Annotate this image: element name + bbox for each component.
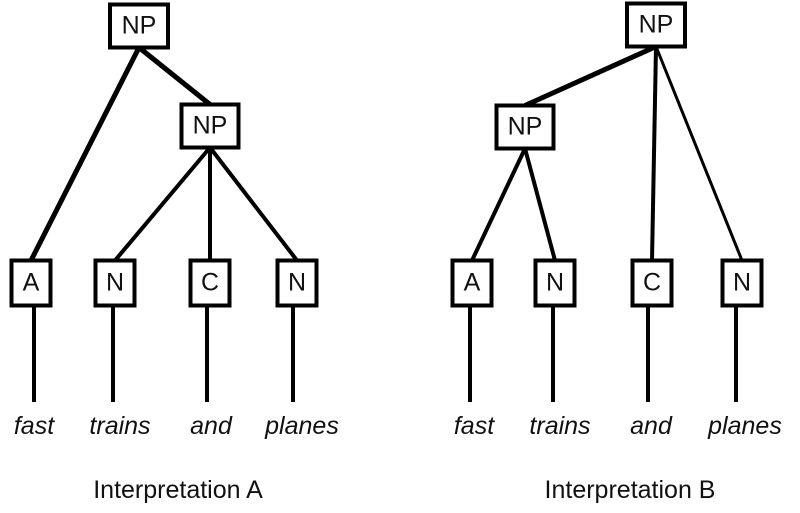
node-box-a-root-np [108, 2, 170, 50]
node-box-b-leaf-n1 [533, 258, 577, 308]
terminal-word-a-word-and: and [190, 412, 233, 440]
node-b-sub-np[interactable]: NP [494, 103, 556, 151]
terminal-word-a-word-trains: trains [89, 412, 150, 440]
terminal-word-b-word-and: and [630, 412, 673, 440]
node-label-b-leaf-c: C [643, 269, 661, 297]
tree-edge-b-edge-root-to-np [523, 44, 658, 108]
node-b-leaf-n2[interactable]: N [720, 258, 764, 308]
node-label-a-root-np: NP [122, 12, 157, 40]
node-box-a-leaf-n1 [93, 258, 137, 308]
node-label-a-leaf-n1: N [106, 269, 124, 297]
node-a-leaf-n1[interactable]: N [93, 258, 137, 308]
node-label-b-root-np: NP [639, 11, 674, 39]
node-a-root-np[interactable]: NP [108, 2, 170, 50]
node-box-a-leaf-a [9, 258, 53, 308]
node-a-leaf-c[interactable]: C [188, 258, 232, 308]
node-label-a-leaf-n2: N [288, 269, 306, 297]
node-box-b-leaf-a [450, 258, 494, 308]
terminal-word-a-word-fast: fast [14, 412, 55, 440]
terminal-word-b-word-fast: fast [454, 412, 495, 440]
tree-edge-b-edge-root-to-c [650, 46, 658, 261]
tree-edge-b-edge-np-to-a [470, 147, 527, 262]
node-b-leaf-a[interactable]: A [450, 258, 494, 308]
caption-interpretation-b: Interpretation B [545, 476, 716, 504]
terminal-word-b-word-planes: planes [707, 412, 782, 440]
node-b-leaf-c[interactable]: C [630, 258, 674, 308]
node-a-leaf-n2[interactable]: N [275, 258, 319, 308]
node-label-b-leaf-n2: N [733, 269, 751, 297]
node-a-leaf-a[interactable]: A [9, 258, 53, 308]
node-box-a-sub-np [179, 102, 241, 150]
node-label-b-leaf-a: A [464, 269, 481, 297]
terminal-word-b-word-trains: trains [529, 412, 590, 440]
node-box-a-leaf-c [188, 258, 232, 308]
node-b-leaf-n1[interactable]: N [533, 258, 577, 308]
tree-edge-a-edge-root-to-a [28, 46, 142, 262]
terminal-word-a-word-planes: planes [264, 412, 339, 440]
node-label-b-leaf-n1: N [546, 269, 564, 297]
node-label-a-sub-np: NP [193, 112, 228, 140]
node-label-a-leaf-a: A [23, 269, 40, 297]
node-box-b-leaf-n2 [720, 258, 764, 308]
node-box-b-root-np [625, 1, 687, 49]
tree-edge-a-edge-root-to-np [137, 45, 212, 107]
node-box-b-sub-np [494, 103, 556, 151]
caption-interpretation-a: Interpretation A [93, 476, 263, 504]
node-b-root-np[interactable]: NP [625, 1, 687, 49]
tree-edge-b-edge-np-to-n1 [523, 147, 557, 262]
node-label-b-sub-np: NP [508, 113, 543, 141]
tree-edge-a-edge-np-to-n1 [113, 146, 212, 262]
node-label-a-leaf-c: C [201, 269, 219, 297]
tree-edge-b-edge-root-to-n2 [654, 45, 744, 262]
node-a-sub-np[interactable]: NP [179, 102, 241, 150]
tree-edge-a-edge-np-to-n2 [208, 146, 299, 262]
node-box-a-leaf-n2 [275, 258, 319, 308]
node-box-b-leaf-c [630, 258, 674, 308]
